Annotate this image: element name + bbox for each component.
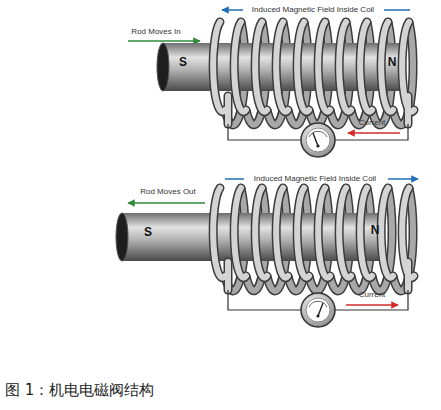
motion-arrow — [128, 202, 205, 204]
pole-label: S — [179, 56, 187, 68]
motion-label: Rod Moves In — [131, 28, 180, 36]
current-arrow — [348, 132, 400, 134]
current-label: Current — [359, 291, 386, 299]
top-panel — [128, 10, 414, 157]
current-label: Current — [359, 119, 386, 127]
coil-front — [213, 188, 414, 290]
meter-symbol — [301, 123, 335, 157]
pole-label: N — [371, 224, 380, 236]
rod-end — [157, 43, 169, 91]
meter-symbol — [301, 293, 335, 327]
motion-arrow — [128, 40, 200, 42]
rod-end — [116, 213, 128, 261]
pole-label: S — [144, 226, 152, 238]
coil-front — [213, 22, 414, 124]
field-arrow — [384, 9, 410, 11]
motion-label: Rod Moves Out — [140, 188, 196, 196]
field-arrow — [222, 9, 243, 11]
field-label: Induced Magnetic Field Inside Coil — [252, 6, 374, 14]
current-arrow — [346, 304, 398, 306]
field-arrow — [225, 178, 244, 180]
field-label: Induced Magnetic Field Inside Coil — [254, 175, 376, 183]
figure-caption: 图 1：机电电磁阀结构 — [5, 383, 154, 398]
bottom-panel — [116, 179, 418, 327]
pole-label: N — [388, 56, 397, 68]
field-arrow — [388, 178, 418, 180]
